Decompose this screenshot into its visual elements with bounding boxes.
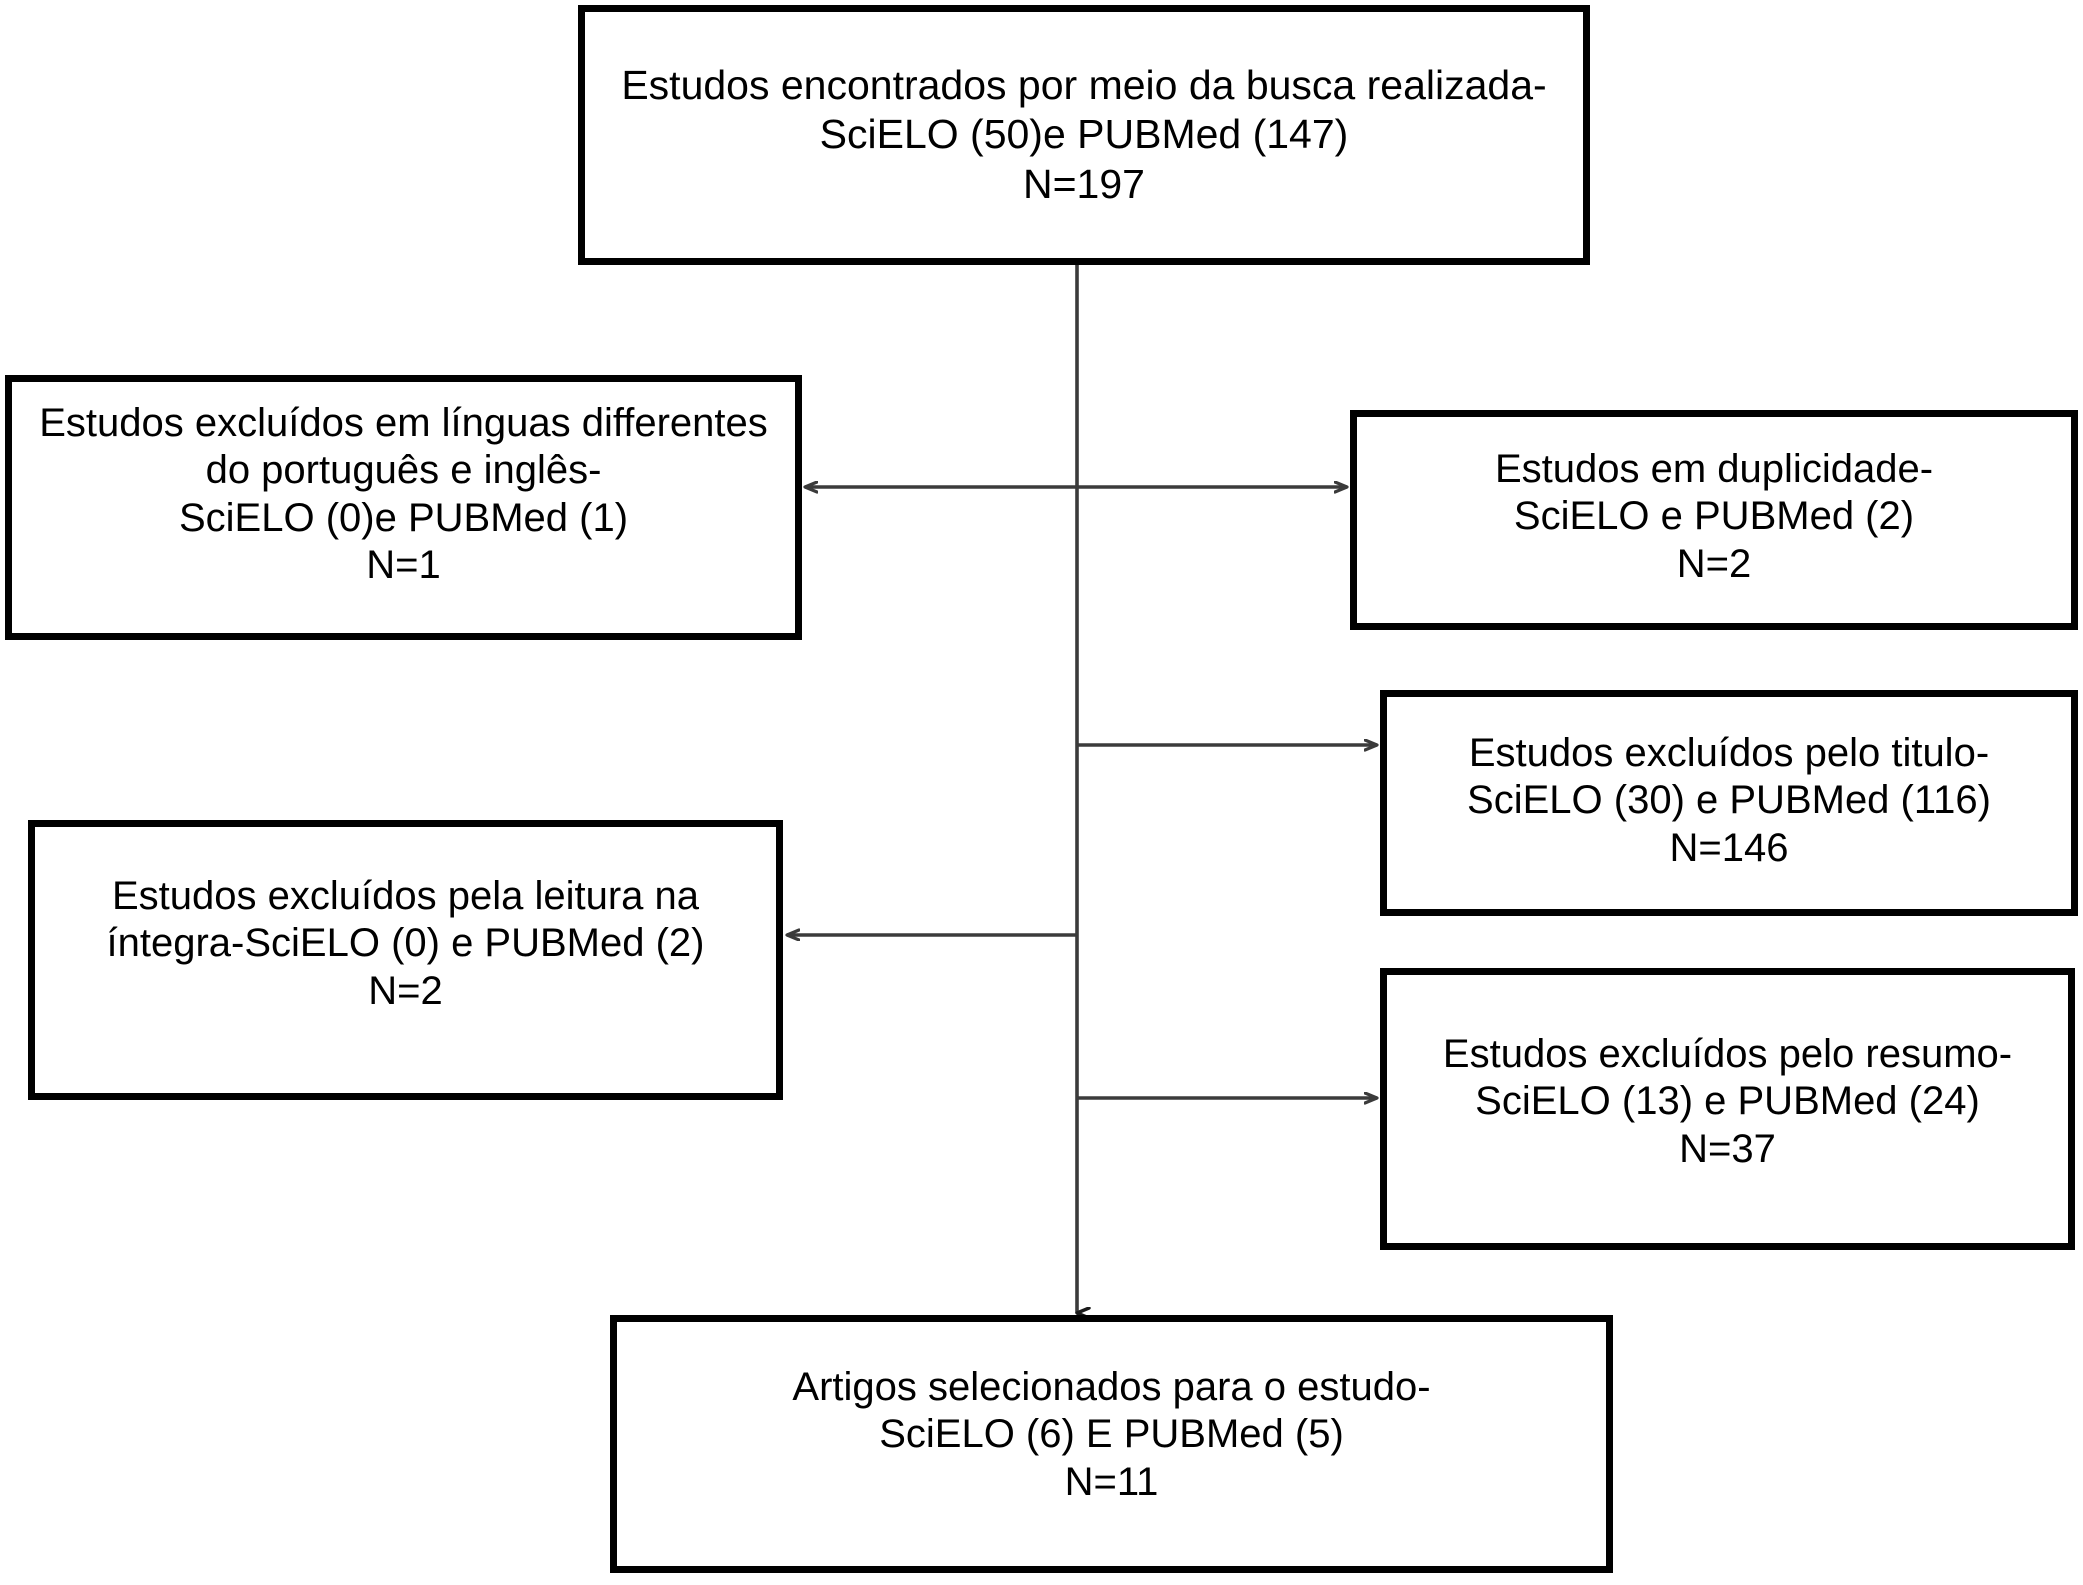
box-excluidos-titulo: Estudos excluídos pelo titulo- SciELO (3… [1380, 690, 2078, 916]
box-estudos-encontrados-text: Estudos encontrados por meio da busca re… [621, 62, 1547, 207]
box-artigos-selecionados: Artigos selecionados para o estudo- SciE… [610, 1315, 1613, 1573]
box-excluidos-linguas: Estudos excluídos em línguas differentes… [5, 375, 802, 640]
box-excluidos-resumo: Estudos excluídos pelo resumo- SciELO (1… [1380, 968, 2075, 1250]
box-estudos-duplicidade-text: Estudos em duplicidade- SciELO e PUBMed … [1494, 447, 1934, 586]
box-excluidos-titulo-text: Estudos excluídos pelo titulo- SciELO (3… [1467, 731, 1991, 870]
box-artigos-selecionados-text: Artigos selecionados para o estudo- SciE… [792, 1365, 1431, 1504]
box-excluidos-leitura-integra: Estudos excluídos pela leitura na íntegr… [28, 820, 783, 1100]
box-excluidos-linguas-text: Estudos excluídos em línguas differentes… [39, 401, 768, 587]
box-estudos-encontrados: Estudos encontrados por meio da busca re… [578, 5, 1590, 265]
box-excluidos-leitura-integra-text: Estudos excluídos pela leitura na íntegr… [106, 874, 705, 1013]
box-estudos-duplicidade: Estudos em duplicidade- SciELO e PUBMed … [1350, 410, 2078, 630]
box-excluidos-resumo-text: Estudos excluídos pelo resumo- SciELO (1… [1442, 1032, 2013, 1171]
